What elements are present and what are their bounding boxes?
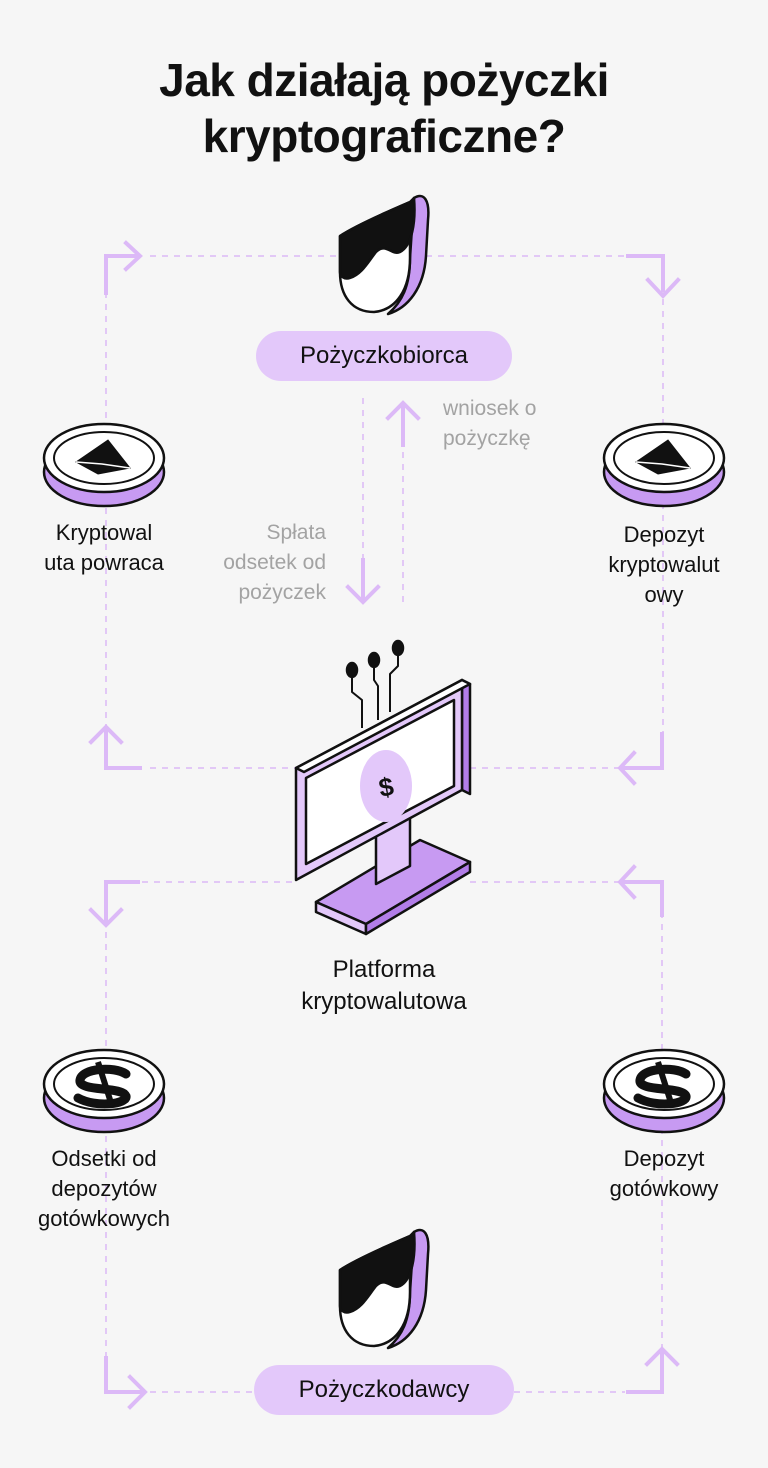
dollar-coin-icon bbox=[602, 1048, 726, 1134]
arrow-icon bbox=[617, 864, 664, 917]
cash-deposit-line-1: Depozyt bbox=[623, 1146, 705, 1171]
monitor-coin bbox=[360, 750, 412, 822]
crypto-returned-line-1: Kryptowal bbox=[55, 520, 153, 545]
arrow-icon bbox=[626, 254, 681, 299]
platform-label: Platforma kryptowalutowa bbox=[234, 954, 534, 1018]
crypto-deposit-line-3: owy bbox=[644, 582, 684, 607]
cash-deposit-line-2: gotówkowy bbox=[609, 1176, 719, 1201]
crypto-deposit-label: Depozyt kryptowalut owy bbox=[584, 520, 744, 610]
arrow-icon bbox=[104, 240, 143, 295]
interest-repayment-line-3: pożyczek bbox=[238, 581, 326, 604]
platform-line-1: Platforma bbox=[332, 956, 436, 983]
arrow-icon bbox=[104, 1356, 148, 1410]
title-line-1: Jak działają pożyczki bbox=[159, 54, 609, 106]
interest-repayment-line-2: odsetek od bbox=[223, 551, 326, 574]
dollar-icon: $ bbox=[376, 771, 396, 803]
cash-deposit-label: Depozyt gotówkowy bbox=[584, 1144, 744, 1204]
arrow-icon bbox=[617, 732, 664, 786]
flow-arrows bbox=[88, 240, 681, 1410]
cash-interest-line-3: gotówkowych bbox=[37, 1206, 171, 1231]
arrow-icon bbox=[385, 400, 421, 447]
crypto-deposit-line-2: kryptowalut bbox=[608, 552, 720, 577]
interest-repayment-line-1: Spłata bbox=[266, 521, 326, 544]
cash-interest-line-1: Odsetki od bbox=[51, 1146, 157, 1171]
arrow-icon bbox=[626, 1346, 680, 1394]
loan-request-label: wniosek o pożyczkę bbox=[443, 394, 583, 454]
monitor-icon: $ bbox=[294, 639, 472, 936]
person-icon bbox=[338, 194, 430, 316]
title-line-2: kryptograficzne? bbox=[202, 110, 566, 162]
cash-interest-line-2: depozytów bbox=[51, 1176, 157, 1201]
arrow-icon bbox=[345, 558, 381, 605]
ethereum-coin-icon bbox=[42, 422, 166, 508]
crypto-returned-label: Kryptowal uta powraca bbox=[24, 518, 184, 578]
crypto-deposit-line-1: Depozyt bbox=[623, 522, 705, 547]
dollar-coin-icon bbox=[42, 1048, 166, 1134]
arrow-icon bbox=[88, 724, 142, 770]
cash-interest-label: Odsetki od depozytów gotówkowych bbox=[14, 1144, 194, 1234]
borrower-pill: Pożyczkobiorca bbox=[256, 331, 512, 381]
loan-request-line-2: pożyczkę bbox=[443, 427, 531, 450]
page-title: Jak działają pożyczki kryptograficzne? bbox=[0, 52, 768, 164]
interest-repayment-label: Spłata odsetek od pożyczek bbox=[190, 518, 326, 608]
crypto-returned-line-2: uta powraca bbox=[44, 550, 164, 575]
loan-request-line-1: wniosek o bbox=[443, 397, 537, 420]
antenna-wires bbox=[351, 650, 399, 728]
arrow-icon bbox=[88, 880, 140, 928]
lenders-pill: Pożyczkodawcy bbox=[254, 1365, 514, 1415]
platform-line-2: kryptowalutowa bbox=[301, 988, 467, 1015]
ethereum-coin-icon bbox=[602, 422, 726, 508]
person-icon bbox=[338, 1228, 430, 1350]
